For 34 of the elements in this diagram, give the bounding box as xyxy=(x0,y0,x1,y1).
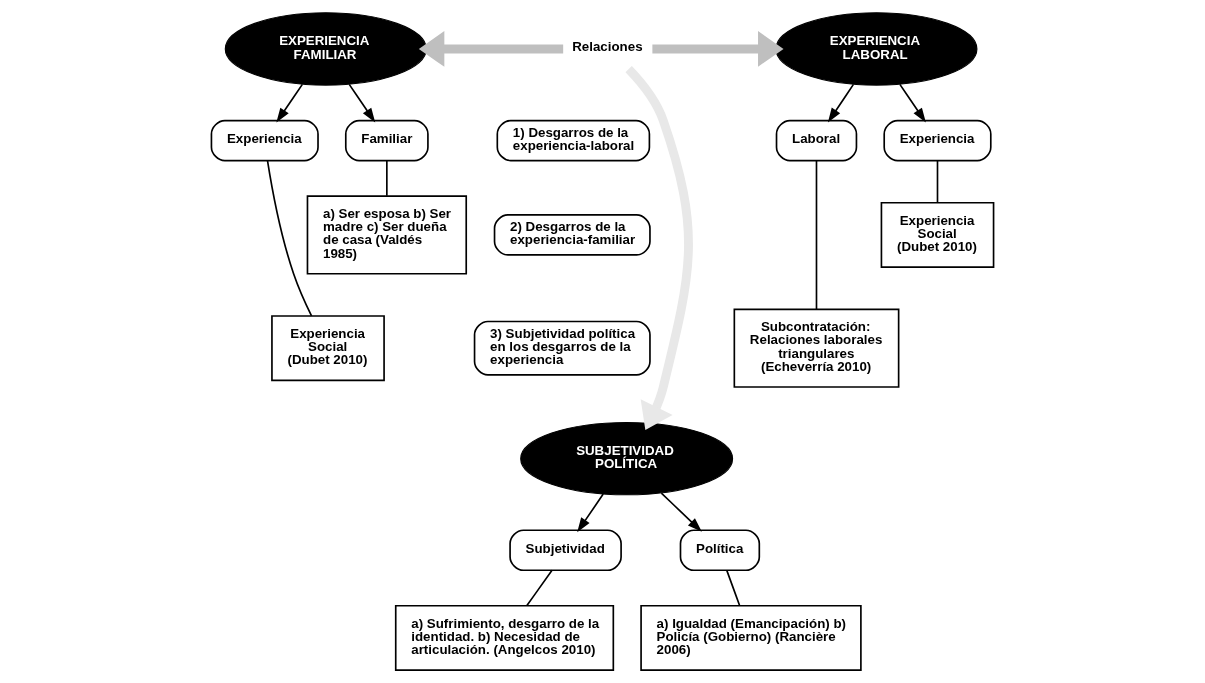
node-box: Subjetividad xyxy=(509,529,622,572)
node-box: Experiencia xyxy=(883,119,992,162)
connector xyxy=(526,569,553,607)
node-ellipse: EXPERIENCIA FAMILIAR xyxy=(224,12,427,86)
arrow xyxy=(577,493,605,533)
node-box: 1) Desgarros de la experiencia-laboral xyxy=(496,119,651,162)
node-box: a) Ser esposa b) Ser madre c) Ser dueña de casa (Valdés 1985) xyxy=(306,195,468,275)
arrow xyxy=(418,31,564,67)
arrow xyxy=(625,66,693,430)
connector xyxy=(266,160,313,317)
connector xyxy=(936,159,939,204)
node-box: Laboral xyxy=(775,119,858,162)
connector xyxy=(725,569,741,607)
node-box: Experiencia Social (Dubet 2010) xyxy=(880,201,995,268)
arrow xyxy=(652,31,784,67)
arrow xyxy=(276,83,304,123)
node-box: Política xyxy=(679,529,761,572)
node-box: 2) Desgarros de la experiencia-familiar xyxy=(493,214,651,256)
node-ellipse: EXPERIENCIA LABORAL xyxy=(775,12,978,86)
arrow xyxy=(899,83,926,123)
node-box: a) Igualdad (Emancipación) b) Policía (Gobierno) (Rancière 2006) xyxy=(640,604,862,671)
node-box: Subcontratación: Relaciones laborales triangulares (Echeverría 2010) xyxy=(733,308,900,388)
arrow xyxy=(348,83,376,123)
node-box: Familiar xyxy=(344,119,429,162)
arrow xyxy=(827,83,855,123)
node-box: Experiencia xyxy=(210,119,319,162)
arrow xyxy=(660,492,702,532)
connector xyxy=(386,159,388,197)
node-text: Relaciones xyxy=(572,39,643,55)
node-box: a) Sufrimiento, desgarro de la identidad. b) Necesidad de articulación. (Angelcos 2010) xyxy=(394,604,615,671)
node-box: Experiencia Social (Dubet 2010) xyxy=(271,315,385,382)
node-box: 3) Subjetividad política en los desgarros de la experiencia xyxy=(473,320,651,376)
node-ellipse: SUBJETIVIDAD POLÍTICA xyxy=(520,421,734,496)
connector xyxy=(815,159,818,310)
